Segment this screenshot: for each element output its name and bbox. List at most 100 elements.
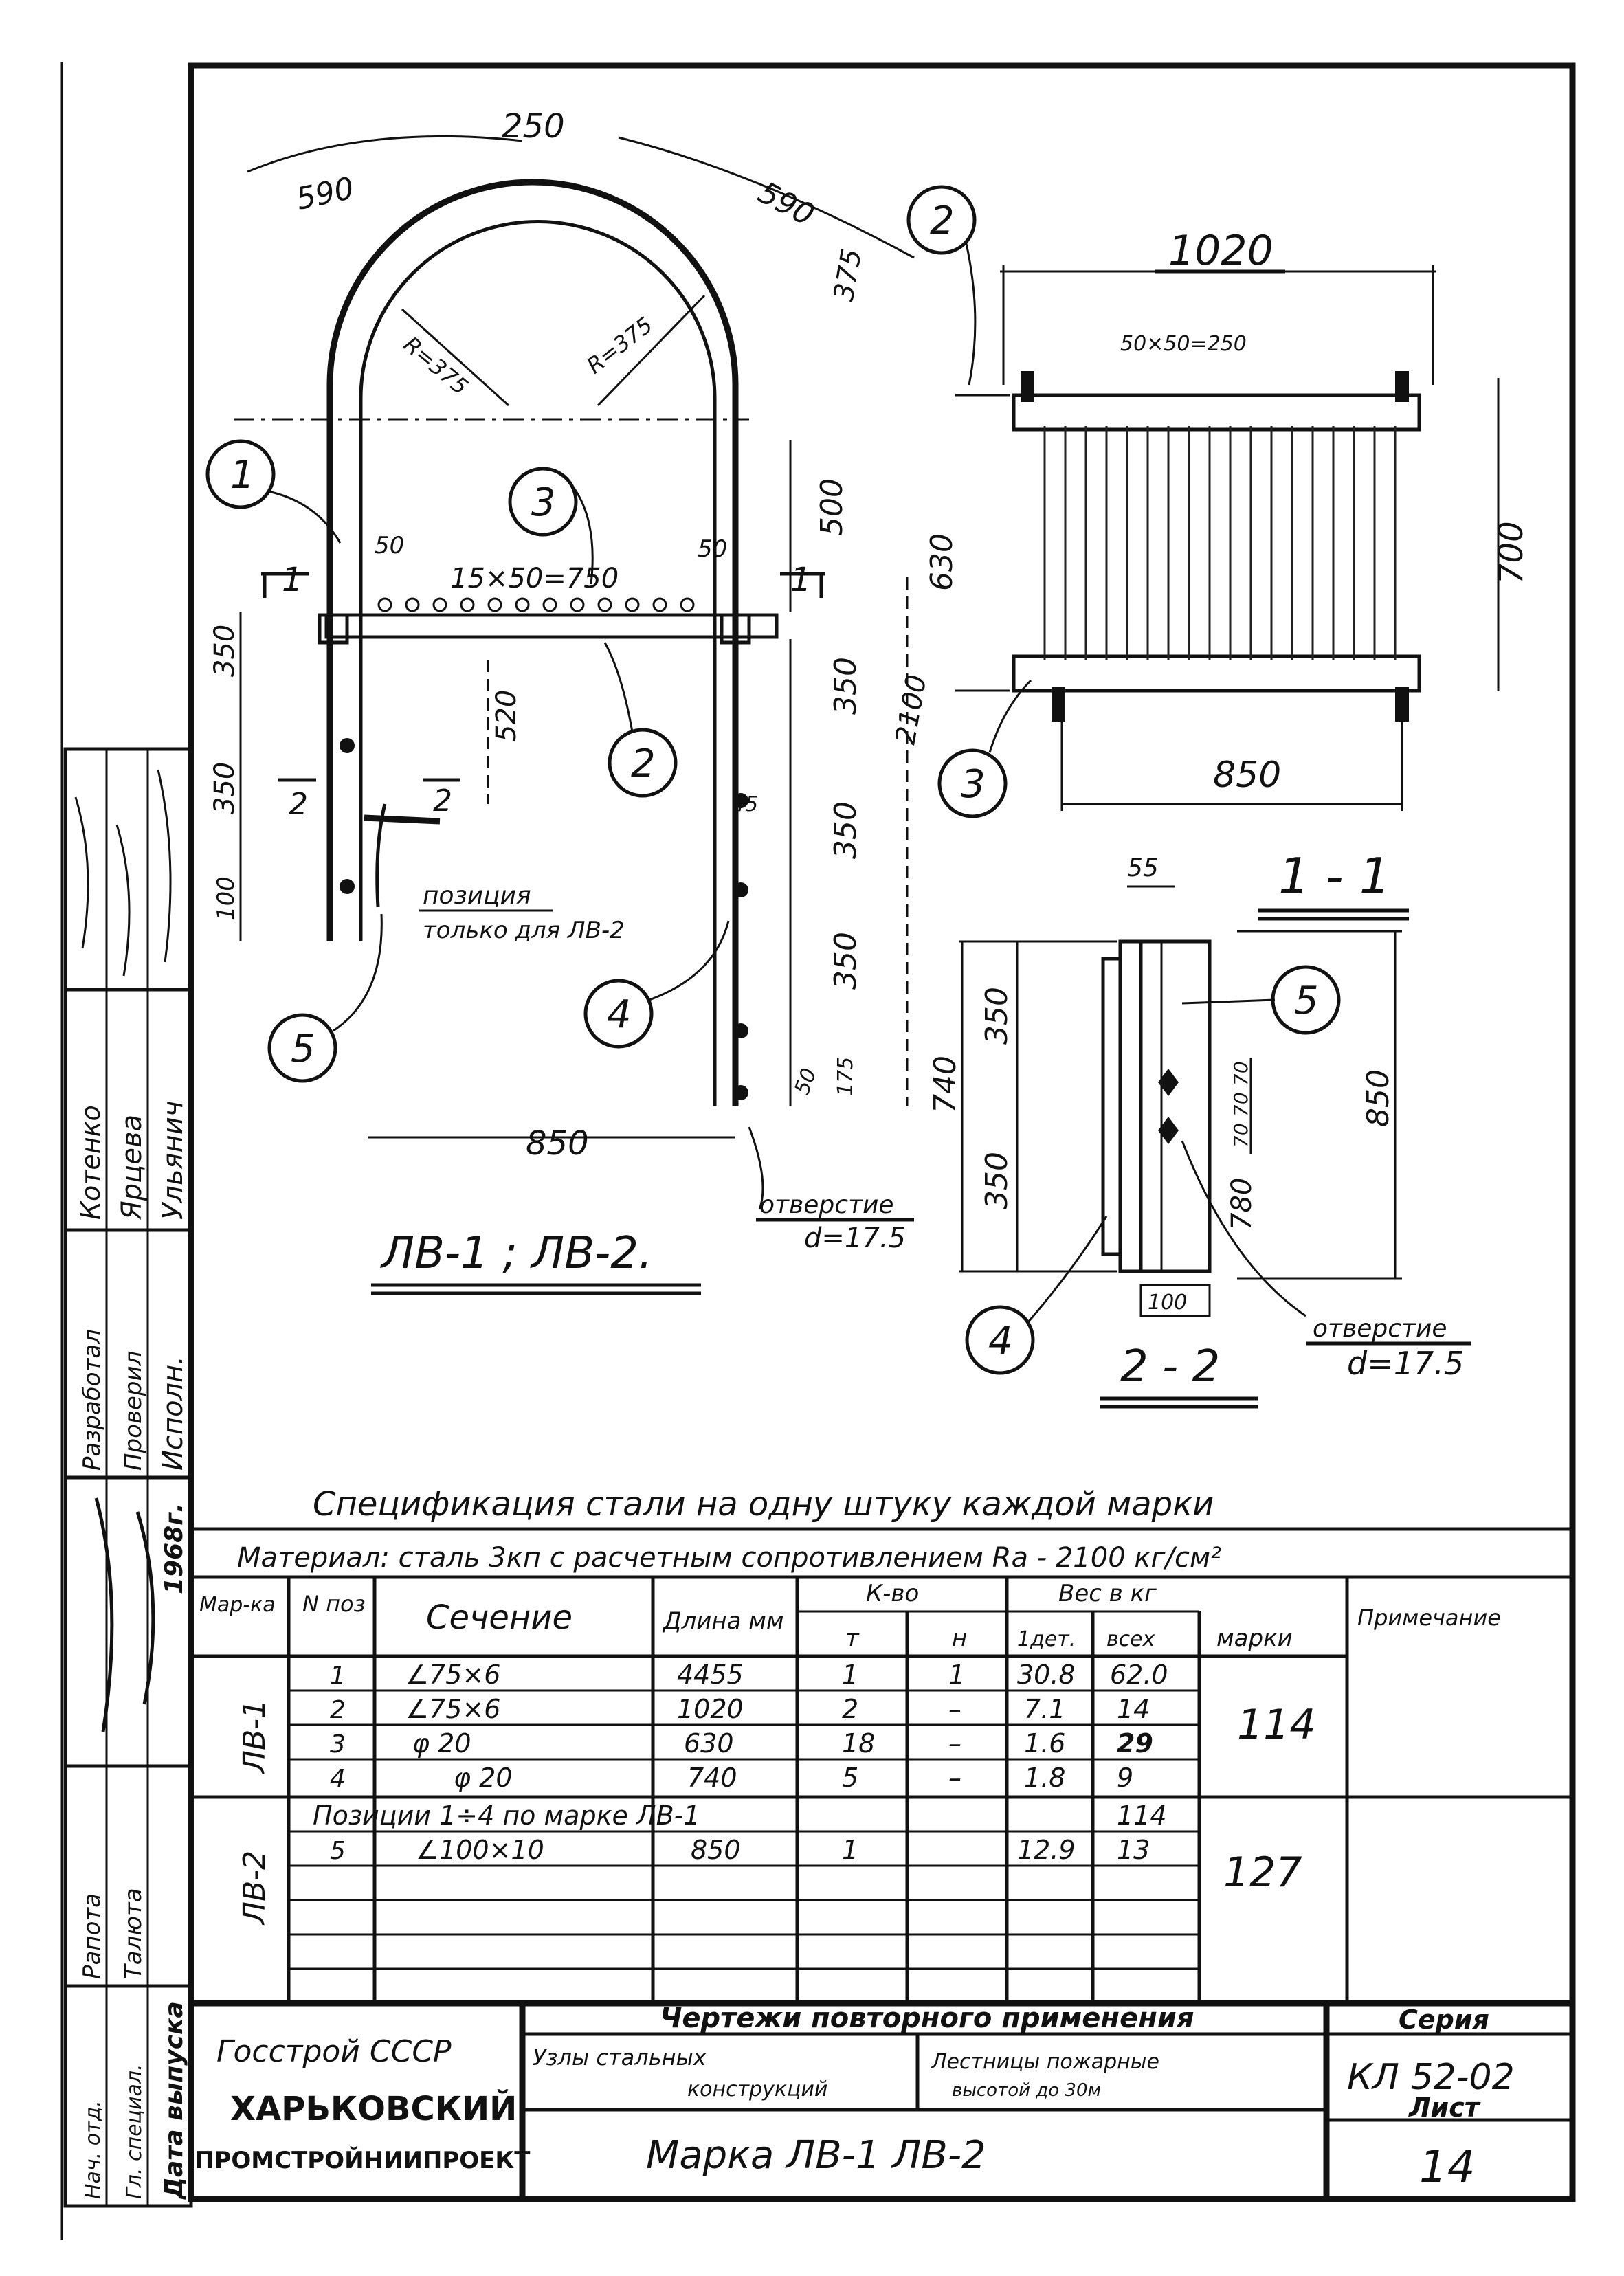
dim-70-c: 70 xyxy=(1230,1123,1252,1148)
side-top-flange xyxy=(1012,393,1421,432)
hdr-length: Длина мм xyxy=(662,1607,784,1635)
table-row: 4 φ 20 740 5 – 1.8 9 xyxy=(330,1763,1133,1793)
hdr-qty-t: т xyxy=(845,1625,860,1652)
callout-4-main xyxy=(583,979,654,1049)
stamp-role2-2: Дата выпуска xyxy=(160,2001,188,2200)
dim-780: 780 xyxy=(1226,1178,1258,1230)
spec-title: Спецификация стали на одну штуку каждой … xyxy=(313,1485,1214,1524)
dim-50-right: 50 xyxy=(698,535,727,563)
table-row: 1 ∠75×6 4455 1 1 30.8 62.0 xyxy=(330,1660,1168,1690)
svg-text:–: – xyxy=(948,1728,961,1759)
dim-700: 700 xyxy=(1492,521,1531,584)
side-bars xyxy=(1043,426,1397,660)
lv2-span-total: 114 xyxy=(1117,1800,1167,1831)
title-header: Чертежи повторного применения xyxy=(660,2002,1194,2034)
table-row: 2 ∠75×6 1020 2 – 7.1 14 xyxy=(330,1694,1150,1724)
dim-375: 375 xyxy=(828,247,869,304)
dim-350-c: 350 xyxy=(828,657,863,715)
dim-100: 100 xyxy=(212,876,240,921)
hdr-section: Сечение xyxy=(426,1598,572,1637)
section-mark-2-left: 2 xyxy=(289,787,308,822)
hole-note-1-dia: d=17.5 xyxy=(804,1223,906,1254)
rail-inner xyxy=(359,220,717,1106)
dim-590-right: 590 xyxy=(753,175,820,233)
note-position-line1: позиция xyxy=(423,882,531,910)
dim-175: 175 xyxy=(834,1057,858,1096)
dim-100-section: 100 xyxy=(1148,1291,1187,1315)
svg-text:4: 4 xyxy=(330,1765,346,1793)
dim-850-section: 850 xyxy=(1361,1069,1396,1127)
hdr-w-mark: марки xyxy=(1216,1625,1293,1652)
stamp-role-2: Исполн. xyxy=(157,1356,189,1471)
dim-590-left: 590 xyxy=(293,170,357,216)
svg-text:1020: 1020 xyxy=(677,1694,744,1724)
svg-text:1.8: 1.8 xyxy=(1024,1763,1065,1793)
svg-text:7.1: 7.1 xyxy=(1024,1694,1065,1724)
stamp-role2-1: Гл. специал. xyxy=(122,2064,146,2199)
series-value: КЛ 52-02 xyxy=(1347,2057,1515,2098)
section-2-2-title: 2 - 2 xyxy=(1120,1341,1220,1392)
stamp-role-1: Проверил xyxy=(120,1351,147,1471)
hdr-w-det: 1дет. xyxy=(1017,1627,1076,1651)
side-view: 1020 50×50=250 630 700 850 xyxy=(924,227,1531,811)
dim-740: 740 xyxy=(928,1056,963,1113)
svg-text:5: 5 xyxy=(330,1837,346,1865)
stamp-name2-2: 1968г. xyxy=(160,1503,188,1594)
callout-4-section xyxy=(965,1305,1035,1375)
org-line2: ХАРЬКОВСКИЙ xyxy=(230,2089,517,2128)
dim-70-b: 70 xyxy=(1230,1092,1252,1117)
section-mark-1-right: 1 xyxy=(790,561,812,599)
main-view: 1 1 2 2 250 590 590 375 R=375 R=375 50 5… xyxy=(209,107,933,1295)
dim-250: 250 xyxy=(502,107,565,146)
org-line3: ПРОМСТРОЙНИИПРОЕКТ xyxy=(194,2146,531,2174)
svg-text:5: 5 xyxy=(1294,979,1319,1023)
side-bottom-flange xyxy=(1012,654,1421,693)
table-row: 5 ∠100×10 850 1 12.9 13 xyxy=(330,1835,1150,1865)
mark-total-lv2: 127 xyxy=(1223,1849,1302,1897)
mark-total-lv1: 114 xyxy=(1237,1701,1316,1749)
lv2-span-text: Позиции 1÷4 по марке ЛВ-1 xyxy=(313,1800,700,1831)
sheet-label: Лист xyxy=(1408,2093,1481,2123)
dim-520: 520 xyxy=(491,690,522,742)
hdr-pos: N поз xyxy=(302,1591,366,1617)
svg-text:4: 4 xyxy=(607,992,632,1037)
dim-350-d: 350 xyxy=(828,801,863,859)
svg-text:30.8: 30.8 xyxy=(1017,1660,1076,1690)
dim-50-left: 50 xyxy=(375,532,404,559)
svg-text:∠75×6: ∠75×6 xyxy=(405,1660,500,1690)
object-line2: высотой до 30м xyxy=(952,2080,1101,2101)
callout-5-main xyxy=(267,1013,337,1083)
callout-3-main xyxy=(508,467,578,537)
title-subject: Марка ЛВ-1 ЛВ-2 xyxy=(646,2133,986,2178)
svg-text:∠75×6: ∠75×6 xyxy=(405,1694,500,1724)
svg-text:2: 2 xyxy=(631,741,656,786)
hole-note-2-dia: d=17.5 xyxy=(1347,1345,1464,1382)
stamp-name2-1: Талюта xyxy=(120,1888,147,1979)
dim-350-e: 350 xyxy=(828,932,863,990)
section-1-1-title: 1 - 1 xyxy=(1278,847,1390,905)
spec-table: Спецификация стали на одну штуку каждой … xyxy=(191,1485,1572,2007)
rail-bolts xyxy=(340,738,748,1100)
svg-text:2: 2 xyxy=(842,1694,858,1724)
svg-text:630: 630 xyxy=(684,1728,734,1759)
mark-lv2: ЛВ-2 xyxy=(237,1851,272,1926)
dim-1020: 1020 xyxy=(1168,227,1273,275)
stamp-name-1: Ярцева xyxy=(116,1115,148,1220)
top-rung-angle xyxy=(324,613,779,639)
radius-line-right xyxy=(597,294,706,407)
work-line1: Узлы стальных xyxy=(533,2044,707,2071)
dim-500: 500 xyxy=(814,478,849,536)
hdr-mark: Мар-ка xyxy=(199,1593,276,1617)
stamp-name2-0: Рапота xyxy=(78,1893,106,1979)
dim-70-a: 70 xyxy=(1230,1061,1252,1086)
dim-350-a: 350 xyxy=(209,625,241,677)
svg-text:14: 14 xyxy=(1117,1694,1150,1724)
svg-text:5: 5 xyxy=(842,1763,858,1793)
stamp-name-0: Котенко xyxy=(76,1105,106,1220)
stamp-name-2: Ульянич xyxy=(157,1101,189,1220)
dim-350-b: 350 xyxy=(209,762,241,814)
hdr-w-all: всех xyxy=(1106,1627,1155,1651)
hole-note-1-label: отверстие xyxy=(759,1191,894,1219)
svg-text:φ 20: φ 20 xyxy=(412,1728,471,1759)
